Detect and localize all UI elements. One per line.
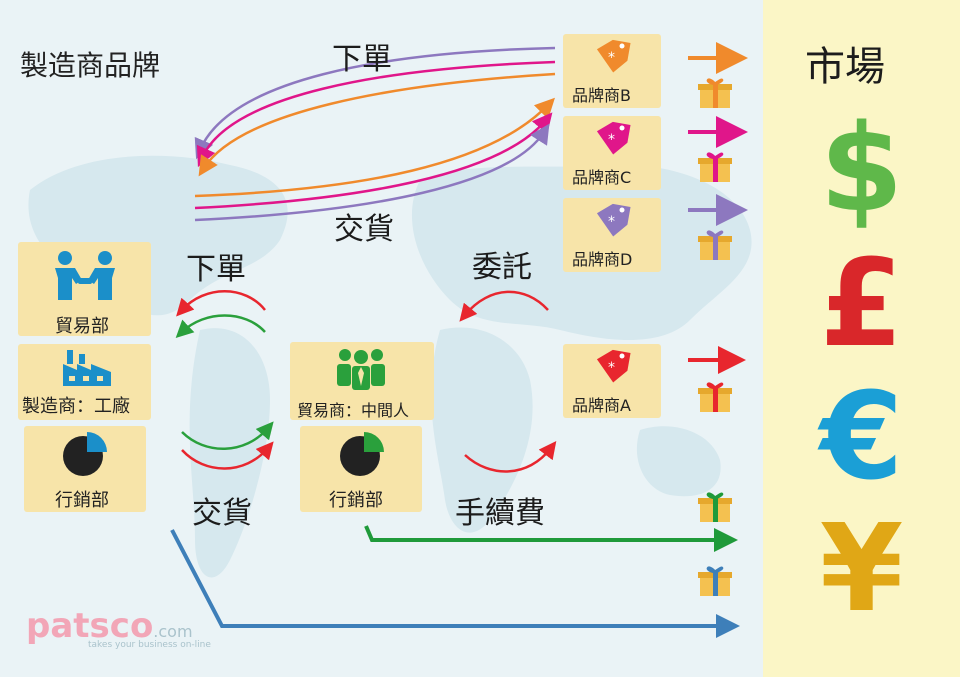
brand-d-label: 品牌商D — [572, 250, 633, 269]
market-label: 市場 — [805, 44, 885, 90]
left-deliver-label: 交貨 — [192, 496, 252, 531]
brand-a-tag-icon: * — [596, 349, 631, 383]
gift-icon — [698, 382, 732, 412]
euro-symbol: € — [819, 368, 904, 507]
logo-tagline: takes your business on-line — [88, 640, 211, 650]
gift-icon — [698, 152, 732, 182]
middleman-market-arrow — [364, 525, 738, 552]
brand-c-label: 品牌商C — [572, 168, 632, 187]
direct-market-arrow — [170, 529, 740, 638]
manufacturer-marketing-label: 行銷部 — [55, 490, 109, 511]
trade-dept-label: 貿易部 — [55, 316, 109, 337]
middleman-marketing-label: 行銷部 — [329, 490, 383, 511]
top-deliver-arrows — [194, 97, 555, 222]
yen-symbol: ¥ — [819, 500, 904, 639]
team-icon — [337, 349, 385, 390]
factory-label: 製造商：工廠 — [22, 396, 130, 417]
brand-a-label: 品牌商A — [572, 396, 631, 415]
svg-text:*: * — [608, 50, 615, 66]
logo-suffix: .com — [153, 622, 193, 641]
commission-label: 委託 — [472, 250, 532, 285]
svg-text:*: * — [608, 132, 615, 148]
pound-symbol: £ — [819, 235, 904, 374]
commission-arrow — [459, 290, 549, 322]
pie-chart-icon — [340, 432, 384, 476]
gift-icon — [698, 78, 732, 108]
top-order-arrows — [194, 46, 556, 177]
market-panel — [763, 0, 960, 677]
brand-b-label: 品牌商B — [572, 86, 631, 105]
svg-text:*: * — [608, 214, 615, 230]
left-order-arrow-red — [176, 290, 266, 317]
patsco-logo: patsco.com takes your business on-line — [26, 606, 211, 650]
left-deliver-arrow-red — [181, 441, 274, 470]
dollar-symbol: $ — [819, 100, 904, 239]
top-deliver-label: 交貨 — [334, 212, 394, 247]
logo-name-part2: sco — [89, 606, 154, 646]
gift-icon — [698, 230, 732, 260]
factory-icon — [63, 350, 111, 386]
left-order-arrow-green — [175, 314, 266, 339]
gift-icon — [698, 566, 732, 596]
pie-chart-icon — [63, 432, 107, 476]
page-title: 製造商品牌 — [20, 49, 161, 82]
logo-name-part1: pat — [26, 606, 90, 646]
top-order-label: 下單 — [332, 42, 392, 77]
brand-d-tag-icon: * — [596, 203, 631, 237]
fee-curve-arrow — [464, 441, 557, 473]
trader-label: 貿易商：中間人 — [297, 401, 410, 420]
handshake-icon — [55, 251, 115, 300]
trade-dept-box — [18, 242, 151, 336]
brand-b-tag-icon: * — [596, 39, 631, 73]
gift-icon — [698, 492, 732, 522]
left-order-label: 下單 — [186, 252, 246, 287]
svg-text:*: * — [608, 360, 615, 376]
brand-c-tag-icon: * — [596, 121, 631, 155]
left-deliver-arrow-green — [181, 421, 274, 450]
fee-label: 手續費 — [455, 496, 545, 531]
